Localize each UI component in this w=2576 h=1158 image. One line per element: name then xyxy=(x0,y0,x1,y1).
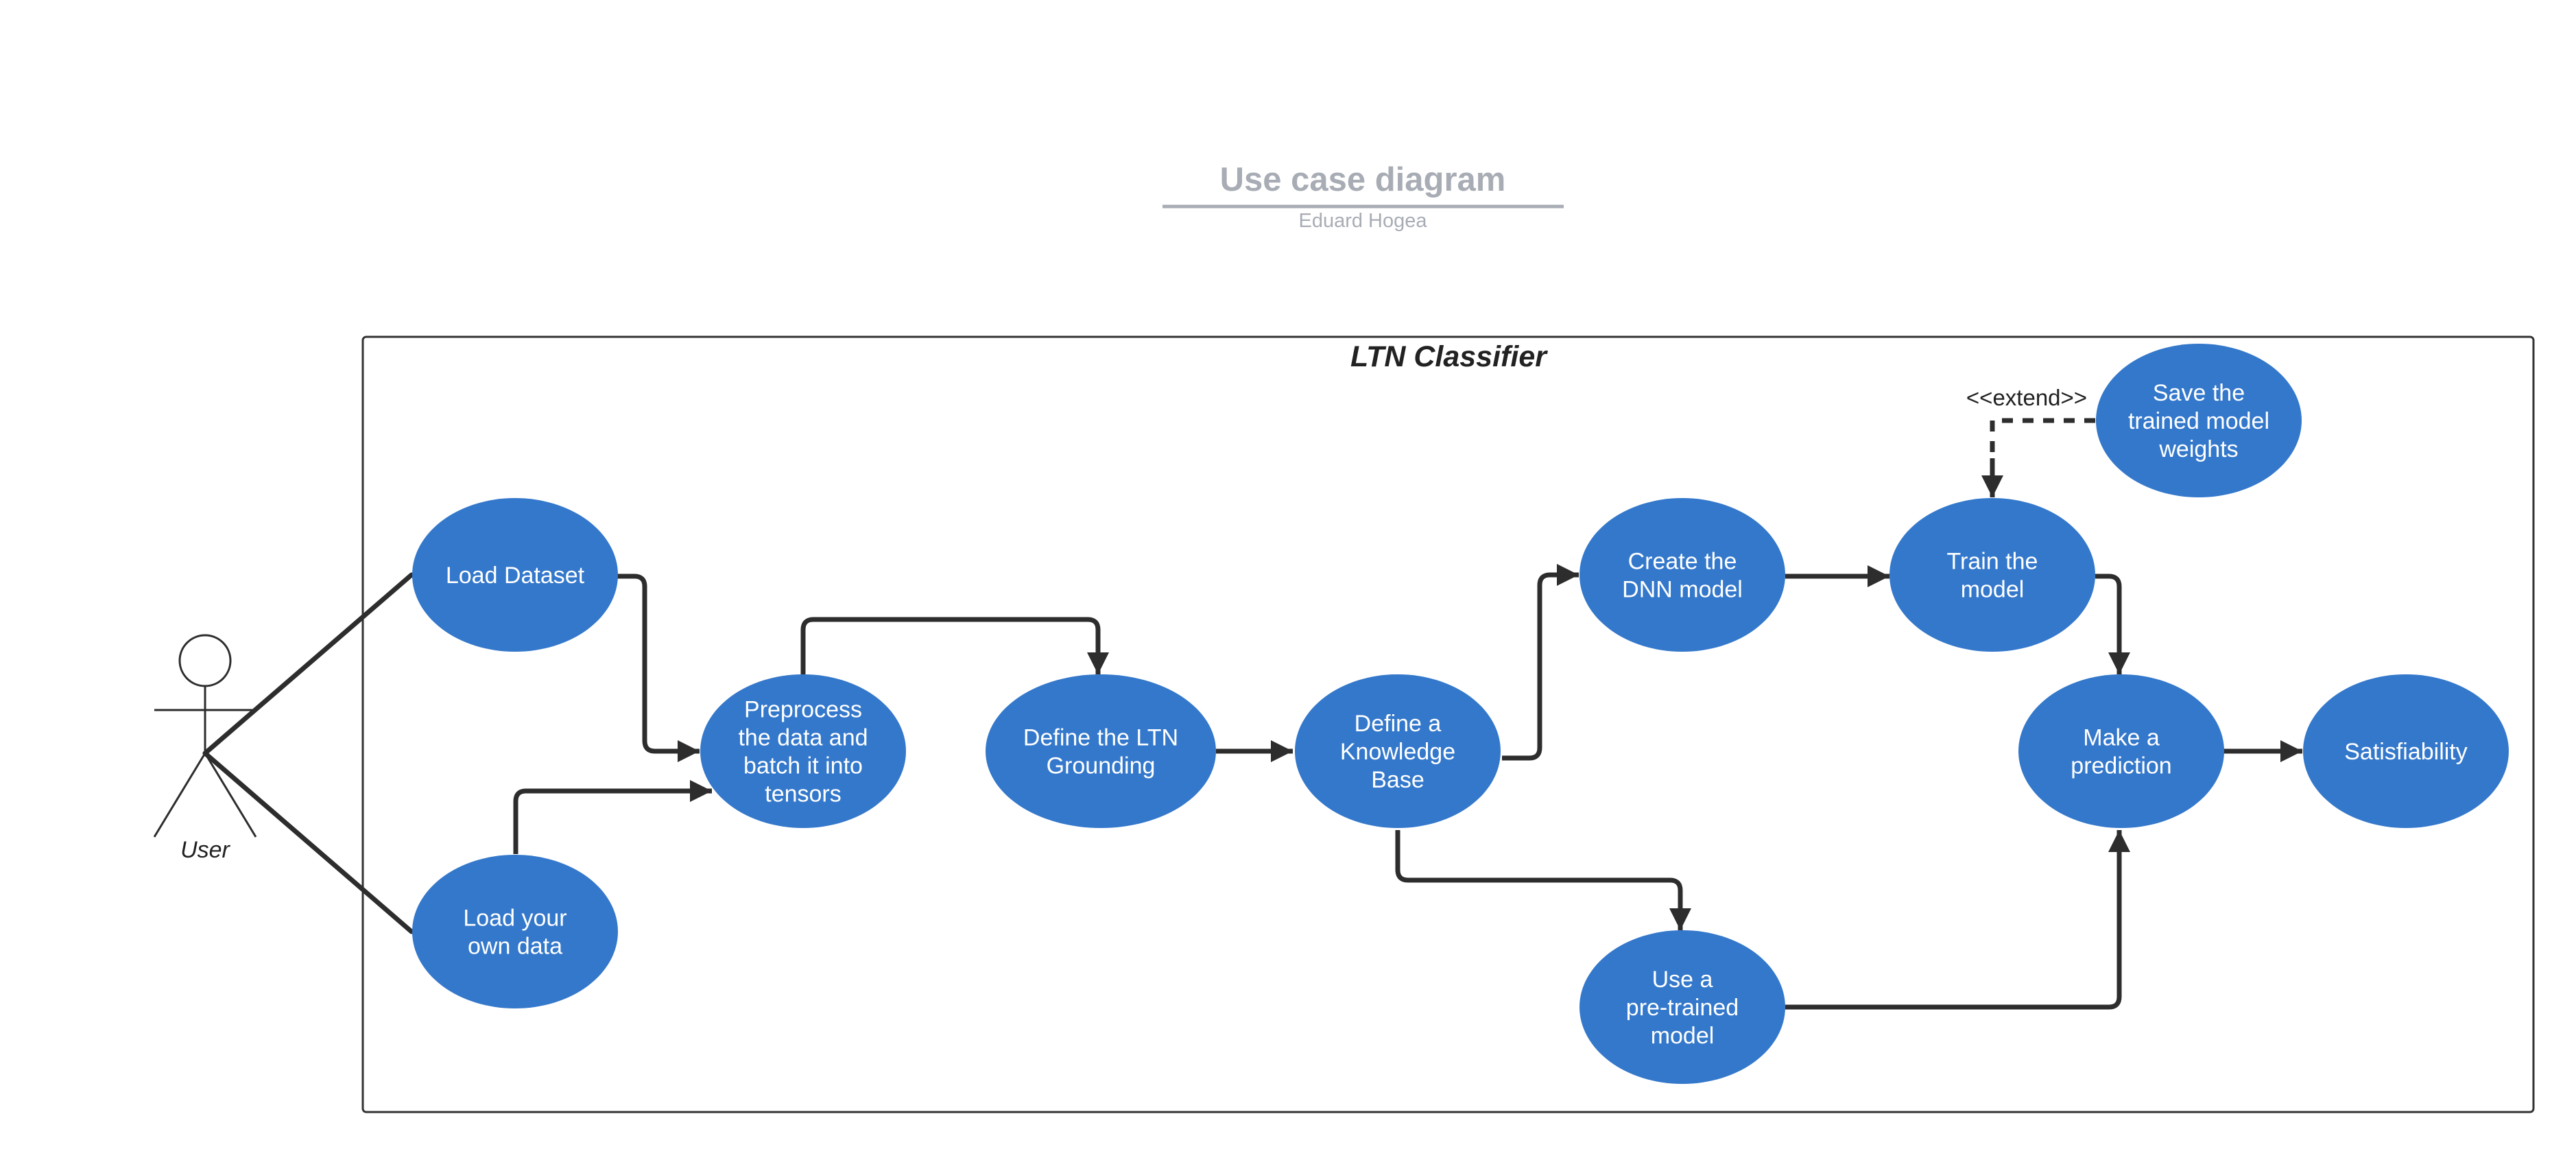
association-load-own-data xyxy=(202,751,414,934)
use-case-label-line: DNN model xyxy=(1622,577,1743,603)
edge-kb-to-pretrained xyxy=(1395,830,1691,930)
actor-right-leg xyxy=(204,753,257,838)
edge-load-dataset-to-preprocess xyxy=(617,574,700,762)
use-case-satisfiability[interactable]: Satisfiability xyxy=(2303,674,2509,828)
use-case-label-line: Preprocess xyxy=(744,697,862,723)
use-case-label-line: model xyxy=(1651,1023,1715,1049)
extend-label: <<extend>> xyxy=(1966,385,2087,410)
use-case-label: Load Dataset xyxy=(446,563,585,589)
edge-pretrained-to-prediction xyxy=(1785,830,2130,1010)
edge-kb-to-dnn xyxy=(1502,564,1579,761)
use-case-label-line: Make a xyxy=(2083,725,2160,751)
use-case-label-line: model xyxy=(1961,577,2025,603)
use-case-label-line: Create the xyxy=(1628,549,1737,575)
use-case-label-line: weights xyxy=(2158,436,2238,462)
edge-preprocess-to-grounding xyxy=(800,617,1109,674)
use-case-label-line: own data xyxy=(468,934,562,960)
use-case-label-line: Define the LTN xyxy=(1023,725,1178,751)
use-case-label-line: pre-trained xyxy=(1626,995,1739,1021)
use-case-label-line: trained model xyxy=(2128,408,2269,434)
use-case-label: Satisfiability xyxy=(2344,739,2468,765)
system-name: LTN Classifier xyxy=(1350,340,1548,373)
edge-load-own-data-to-preprocess xyxy=(513,780,712,854)
edge-train-to-prediction xyxy=(2095,574,2130,674)
actor-left-leg xyxy=(153,753,206,838)
use-case-label-line: batch it into xyxy=(743,753,863,779)
actor-head xyxy=(178,634,232,687)
use-case-label-line: Base xyxy=(1371,767,1424,793)
use-case-label-line: Satisfiability xyxy=(2344,739,2468,765)
use-case-label-line: Train the xyxy=(1947,549,2038,575)
use-case-load-dataset[interactable]: Load Dataset xyxy=(412,498,618,652)
diagram-title: Use case diagram xyxy=(1220,161,1506,198)
actor-name: User xyxy=(180,837,230,863)
use-case-label-line: tensors xyxy=(765,781,842,807)
system-boundary xyxy=(361,335,2535,1113)
use-case-label-line: Load Dataset xyxy=(446,563,585,589)
use-case-label-line: Define a xyxy=(1355,711,1442,737)
use-case-label-line: the data and xyxy=(738,725,868,751)
use-case-label-line: Load your xyxy=(463,906,567,932)
use-case-label-line: Use a xyxy=(1652,967,1713,993)
use-case-label-line: Save the xyxy=(2153,380,2245,406)
use-case-label-line: prediction xyxy=(2071,753,2171,779)
actor-user: User xyxy=(153,634,257,863)
use-case-label-line: Knowledge xyxy=(1340,739,1455,765)
diagram-author: Eduard Hogea xyxy=(1298,210,1427,232)
edge-extend-save-weights xyxy=(1990,418,2095,458)
use-case-label-line: Grounding xyxy=(1047,753,1156,779)
association-load-dataset xyxy=(202,572,414,756)
